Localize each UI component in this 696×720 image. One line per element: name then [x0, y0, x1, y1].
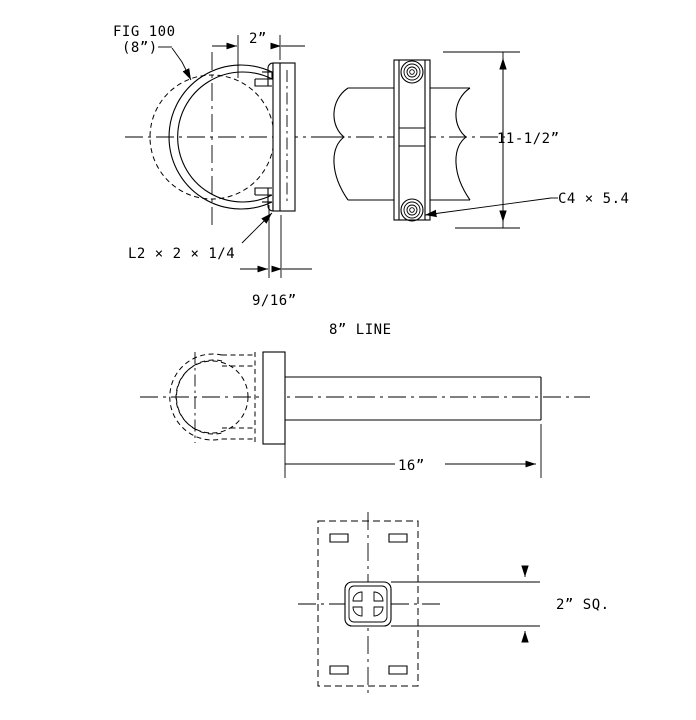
clip-top-left: [329, 533, 349, 543]
bolt-upper-mid: [403, 63, 421, 81]
view-clamp-elevation: FIG 100 (8”) 2” L2 × 2 × 1/4 9/16”: [113, 24, 330, 309]
fig-100-label: FIG 100: [113, 24, 176, 40]
bolt-lower-core: [409, 207, 415, 213]
dim-916-label: 9/16”: [252, 293, 297, 309]
clamp-strap-outer-arc: [168, 64, 273, 210]
bolt-lower-inner: [406, 204, 418, 216]
bolt-upper: [400, 60, 424, 84]
bolt-upper-outer: [400, 60, 424, 84]
bolt-lower: [400, 198, 424, 222]
pipe-break-left: [333, 87, 349, 201]
pipe-break-right: [455, 87, 471, 201]
bolt-upper-core: [409, 69, 415, 75]
dim-2sq-label: 2” SQ.: [556, 597, 610, 613]
tube-section-inner: [348, 585, 388, 623]
channel-edge-profile: [272, 62, 296, 212]
channel-spec-leader: [424, 197, 552, 218]
dim-16-label: 16”: [398, 458, 425, 474]
bolt-lower-mid: [403, 201, 421, 219]
tube-corner-top-left: [352, 591, 363, 602]
dim-2in-label: 2”: [249, 31, 267, 47]
bolt-upper-inner: [406, 66, 418, 78]
tube-section-outer: [344, 581, 392, 627]
dim-11half-label: 11-1/2”: [497, 131, 560, 147]
clip-top-right: [388, 533, 408, 543]
tube-corner-bottom-right: [373, 606, 384, 617]
angle-spec-label: L2 × 2 × 1/4: [128, 246, 235, 262]
bolt-lower-outer: [400, 198, 424, 222]
fig-100-size-label: (8”): [122, 40, 158, 56]
clamp-strap-inner-arc: [177, 71, 273, 203]
fig-100-leader: [171, 47, 192, 81]
view-tube-end-section: 2” SQ.: [298, 512, 610, 697]
view-channel-side: 11-1/2” C4 × 5.4: [325, 51, 629, 229]
base-plate-profile: [262, 351, 286, 445]
tube-corner-top-right: [373, 591, 384, 602]
clip-bottom-right: [388, 665, 408, 675]
angle-spec-leader: [241, 212, 273, 244]
clip-bottom-left: [329, 665, 349, 675]
channel-spec-label: C4 × 5.4: [558, 191, 629, 207]
clamp-outer-arc-hidden-plan: [169, 353, 223, 441]
channel-front-face: [393, 59, 431, 221]
line-size-label: 8” LINE: [329, 322, 392, 338]
tube-corner-bottom-left: [352, 606, 363, 617]
clip-marks: [329, 533, 408, 675]
view-support-plan: 16”: [140, 351, 590, 478]
tube-corner-details: [352, 591, 384, 617]
clamp-inner-arc-hidden-plan: [176, 359, 223, 435]
pipe-circle-hidden-plan: [175, 360, 249, 434]
